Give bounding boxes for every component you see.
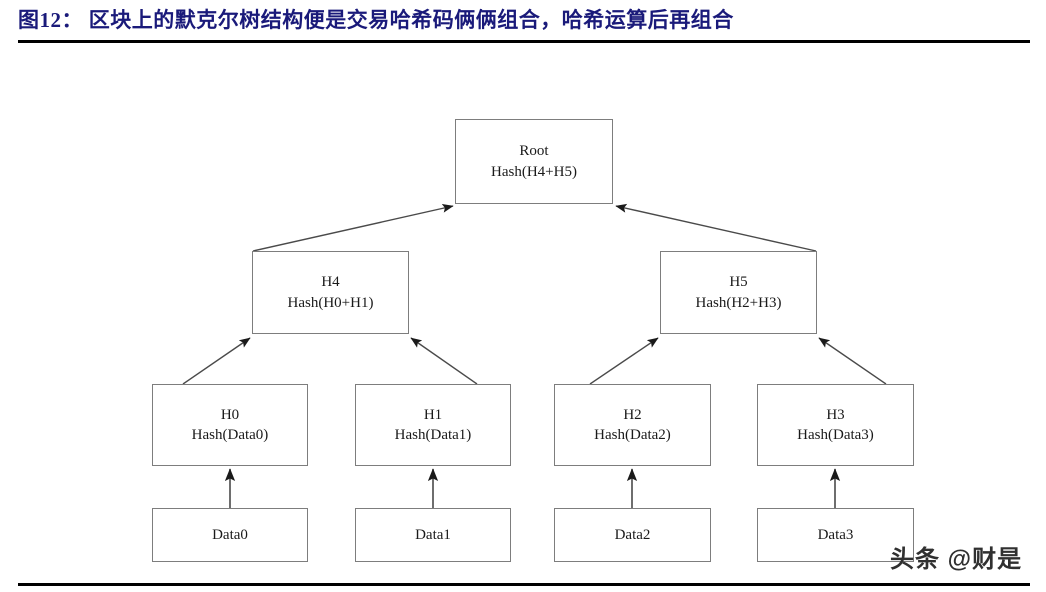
node-h5-label: H5: [729, 274, 748, 291]
node-h0-hash: Hash(Data0): [191, 427, 269, 443]
header-divider: [18, 40, 1030, 43]
node-root-label: Root: [519, 143, 549, 160]
node-data2: Data2: [554, 508, 711, 562]
watermark: 头条 @财是: [890, 546, 1023, 573]
figure-title: 图12： 区块上的默克尔树结构便是交易哈希码俩俩组合，哈希运算后再组合: [18, 8, 734, 32]
figure-header: 图12： 区块上的默克尔树结构便是交易哈希码俩俩组合，哈希运算后再组合: [0, 0, 1046, 46]
edge-h1-to-h4: [410, 337, 478, 385]
edge-h2-to-h5: [589, 337, 659, 385]
node-h5-hash: Hash(H2+H3): [695, 294, 782, 311]
edge-h0-to-h4: [182, 337, 251, 385]
footer-divider: [18, 583, 1030, 586]
node-data3-label: Data3: [817, 526, 854, 543]
merkle-tree-diagram: Root Hash(H4+H5) H4 Hash(H0+H1) H5 Hash(…: [0, 46, 1046, 583]
node-root: Root Hash(H4+H5): [455, 119, 613, 204]
node-h1-hash: Hash(Data1): [394, 427, 472, 443]
node-h4: H4 Hash(H0+H1): [252, 251, 409, 334]
edge-h5-to-root: [615, 203, 817, 252]
node-data1-label: Data1: [415, 526, 451, 543]
node-data0-label: Data0: [212, 526, 248, 543]
node-data2-label: Data2: [614, 526, 651, 543]
node-data1: Data1: [355, 508, 511, 562]
node-h2-label: H2: [623, 406, 642, 423]
node-h2-hash: Hash(Data2): [594, 427, 671, 443]
node-h1-label: H1: [423, 406, 443, 423]
node-root-hash: Hash(H4+H5): [491, 163, 577, 180]
node-h5: H5 Hash(H2+H3): [660, 251, 817, 334]
node-h1: H1 Hash(Data1): [355, 384, 511, 466]
node-h3: H3 Hash(Data3): [757, 384, 914, 466]
node-h4-hash: Hash(H0+H1): [287, 294, 374, 311]
node-h2: H2 Hash(Data2): [554, 384, 711, 466]
node-data0: Data0: [152, 508, 308, 562]
node-h0: H0 Hash(Data0): [152, 384, 308, 466]
edge-h4-to-root: [252, 203, 454, 252]
node-h3-hash: Hash(Data3): [797, 427, 874, 443]
node-h4-label: H4: [321, 274, 340, 291]
node-data3: Data3: [757, 508, 914, 562]
edge-h3-to-h5: [818, 337, 887, 385]
node-h3-label: H3: [826, 406, 845, 423]
edge-layer: [182, 203, 887, 508]
node-h0-label: H0: [220, 406, 240, 423]
